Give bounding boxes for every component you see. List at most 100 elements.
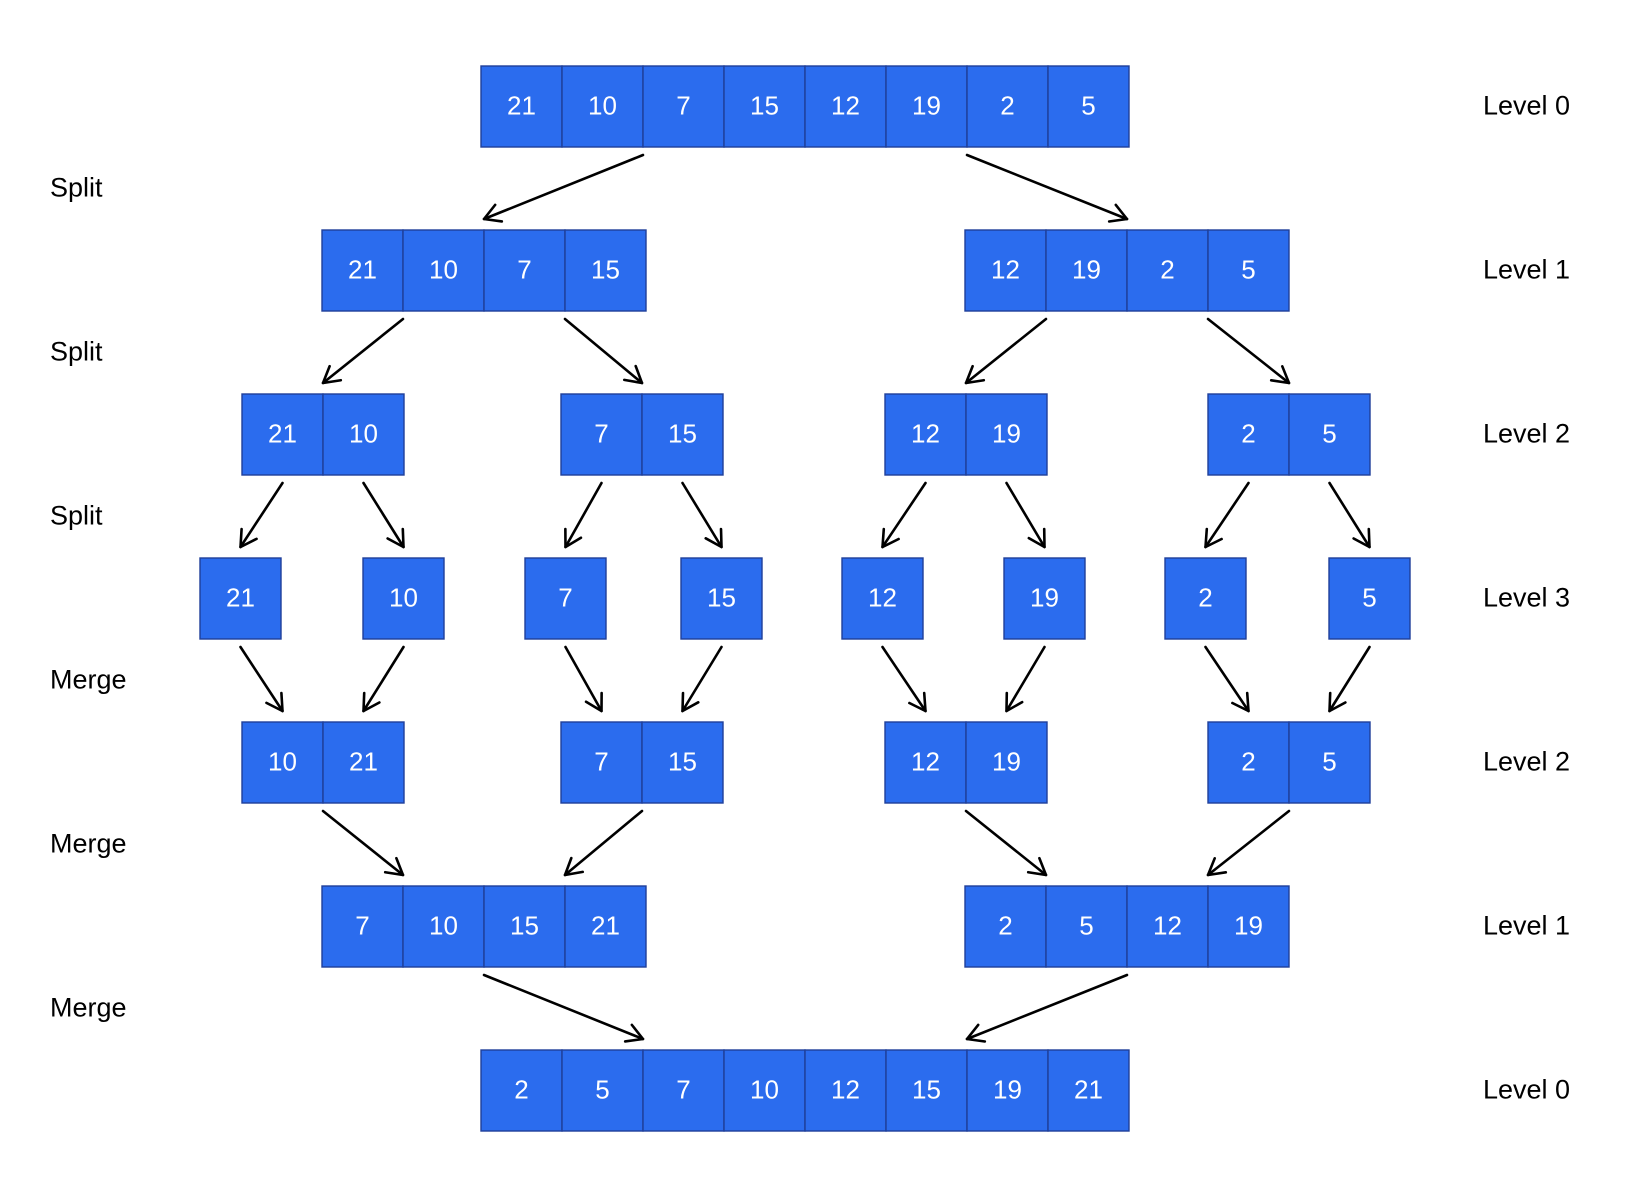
phase-label: Merge (50, 829, 127, 859)
arrows-layer (239, 153, 1371, 1043)
arrow (1206, 317, 1291, 385)
cell-value: 21 (349, 746, 378, 776)
array-cell (322, 721, 405, 804)
arrow (965, 973, 1129, 1043)
arrow (881, 645, 927, 713)
cell-value: 2 (1000, 90, 1014, 120)
array-cell (680, 557, 763, 640)
arrow (965, 153, 1129, 223)
array-cell (1328, 557, 1411, 640)
cell-value: 21 (507, 90, 536, 120)
array-group: 15 (680, 557, 763, 640)
array-group: 19 (1003, 557, 1086, 640)
arrow (964, 317, 1048, 385)
cell-value: 15 (510, 910, 539, 940)
arrow (321, 809, 405, 877)
array-group: 7 (524, 557, 607, 640)
level-label: Level 2 (1483, 419, 1570, 449)
array-cell (322, 393, 405, 476)
array-cell (1207, 229, 1290, 312)
arrow (1328, 645, 1371, 713)
array-cell (1207, 721, 1290, 804)
cell-value: 5 (1362, 582, 1376, 612)
cell-value: 7 (558, 582, 572, 612)
cell-value: 7 (594, 746, 608, 776)
array-cell (321, 229, 404, 312)
cell-value: 12 (831, 90, 860, 120)
cell-value: 2 (1241, 418, 1255, 448)
array-group: 10 (362, 557, 445, 640)
cell-value: 15 (707, 582, 736, 612)
cell-value: 19 (1234, 910, 1263, 940)
cell-value: 19 (1072, 254, 1101, 284)
array-cell (1047, 65, 1130, 148)
array-group: 12 (841, 557, 924, 640)
array-cell (402, 885, 485, 968)
arrow (564, 481, 603, 549)
cell-value: 12 (911, 418, 940, 448)
cell-value: 19 (992, 418, 1021, 448)
level-label: Level 1 (1483, 911, 1570, 941)
array-cell (564, 229, 647, 312)
arrow (1206, 809, 1291, 877)
arrow (482, 973, 645, 1043)
cell-value: 19 (993, 1074, 1022, 1104)
cell-value: 5 (1081, 90, 1095, 120)
cell-value: 12 (991, 254, 1020, 284)
cell-value: 10 (349, 418, 378, 448)
array-cell (804, 1049, 887, 1132)
cell-value: 7 (676, 1074, 690, 1104)
cell-value: 21 (268, 418, 297, 448)
array-cell (402, 229, 485, 312)
arrow (239, 481, 284, 549)
cell-value: 5 (1241, 254, 1255, 284)
arrow (482, 153, 645, 223)
arrow (1204, 481, 1250, 549)
array-cell (641, 721, 724, 804)
array-cell (964, 885, 1047, 968)
arrow (564, 645, 603, 713)
array-cell (561, 1049, 644, 1132)
cell-value: 12 (1153, 910, 1182, 940)
phase-label: Split (50, 501, 103, 531)
level-label: Level 0 (1483, 91, 1570, 121)
level-label: Level 3 (1483, 583, 1570, 613)
arrow (1328, 481, 1371, 549)
cell-value: 19 (912, 90, 941, 120)
array-cell (483, 885, 566, 968)
cell-value: 5 (595, 1074, 609, 1104)
arrow (563, 317, 644, 385)
cell-value: 15 (750, 90, 779, 120)
arrow (321, 317, 405, 385)
arrow (681, 645, 723, 713)
arrow (239, 645, 284, 713)
array-cell (241, 721, 324, 804)
cell-value: 10 (588, 90, 617, 120)
cell-value: 21 (591, 910, 620, 940)
array-cell (966, 1049, 1049, 1132)
array-cell (723, 1049, 806, 1132)
cell-value: 15 (668, 746, 697, 776)
array-cell (1126, 229, 1209, 312)
array-cell (1045, 229, 1128, 312)
array-cell (965, 393, 1048, 476)
array-group: 21 10 (241, 393, 405, 476)
cell-value: 12 (911, 746, 940, 776)
array-cell (1164, 557, 1247, 640)
cell-value: 7 (517, 254, 531, 284)
array-cell (1288, 393, 1371, 476)
array-cell (966, 65, 1049, 148)
cell-value: 10 (268, 746, 297, 776)
cell-value: 10 (429, 910, 458, 940)
phase-label: Merge (50, 665, 127, 695)
array-group: 5 (1328, 557, 1411, 640)
